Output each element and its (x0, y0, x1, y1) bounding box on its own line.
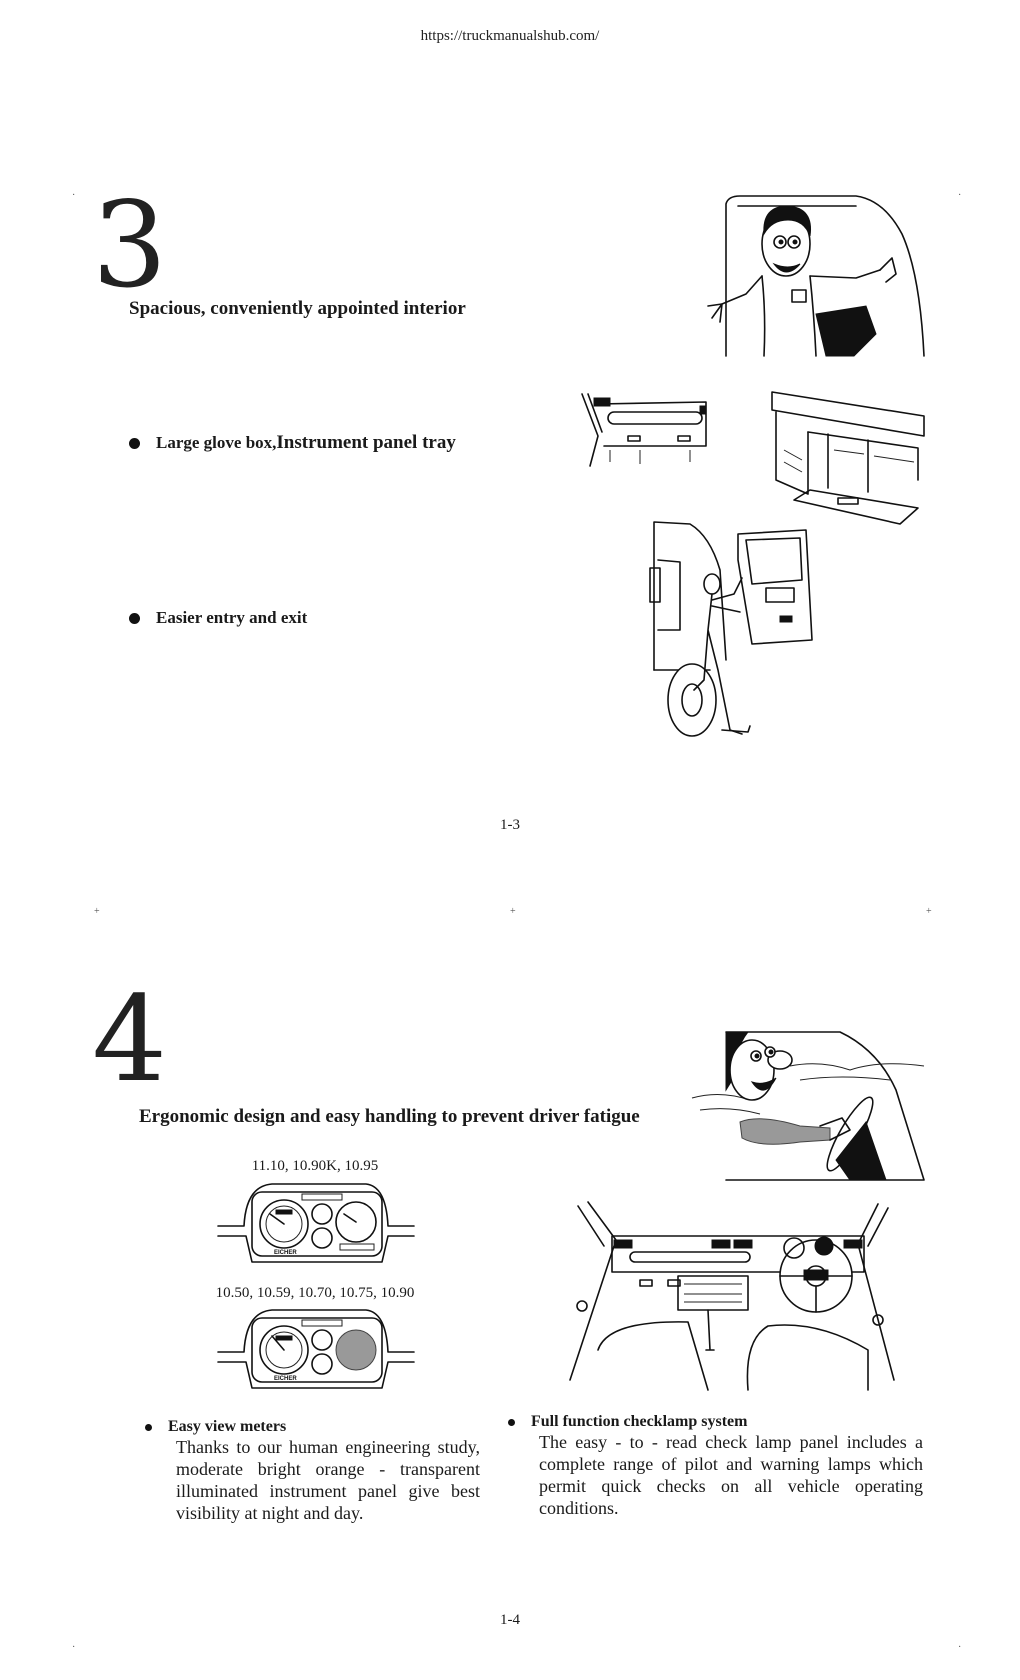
page-number: 1-3 (500, 817, 520, 833)
bullet-icon (129, 437, 140, 449)
cluster-caption: 10.50, 10.59, 10.70, 10.75, 10.90 (215, 1285, 415, 1301)
driver-cartoon-icon (707, 195, 925, 357)
instrument-cluster-icon: EICHER (217, 1309, 415, 1389)
bullet-item: Easier entry and exit (129, 608, 307, 628)
section-number: 3 (92, 176, 168, 314)
bullet-label: Instrument panel tray (276, 432, 456, 453)
section-number: 4 (92, 970, 168, 1108)
feature-title: Easy view meters (168, 1418, 287, 1435)
section-heading: Ergonomic design and easy handling to pr… (139, 1106, 640, 1127)
crop-mark: + (510, 906, 516, 917)
bullet-item: Large glove box, Instrument panel tray (129, 432, 456, 454)
glove-box-icon (581, 393, 707, 467)
crop-mark: · (958, 1642, 962, 1653)
crop-mark: + (94, 906, 100, 917)
feature-block-checklamp: Full function checklamp system The easy … (508, 1413, 923, 1519)
bullet-icon (129, 612, 140, 624)
brand-logo: EICHER (274, 1376, 297, 1382)
crop-mark: + (926, 906, 932, 917)
feature-text: Thanks to our human engineering study, m… (176, 1437, 480, 1523)
header-url[interactable]: https://truckmanualshub.com/ (420, 28, 600, 44)
instrument-cluster-icon: EICHER (217, 1183, 415, 1263)
dashboard-icon (569, 1201, 895, 1391)
cluster-caption: 11.10, 10.90K, 10.95 (251, 1158, 379, 1174)
feature-title-row: Full function checklamp system (508, 1413, 923, 1431)
driver-steering-cartoon-icon (691, 1031, 925, 1181)
crop-mark: · (72, 1642, 76, 1653)
cab-entry-icon (649, 521, 813, 737)
feature-title: Full function checklamp system (531, 1413, 748, 1430)
bullet-prefix: Large glove box, (156, 433, 277, 452)
section-heading: Spacious, conveniently appointed interio… (129, 298, 466, 319)
feature-text: The easy - to - read check lamp panel in… (539, 1432, 923, 1518)
crop-mark: · (72, 190, 76, 201)
bullet-label: Easier entry and exit (156, 608, 308, 627)
bullet-icon (145, 1423, 152, 1431)
instrument-tray-icon (771, 391, 925, 525)
feature-block-meters: Easy view meters Thanks to our human eng… (145, 1418, 480, 1524)
page-number: 1-4 (500, 1612, 520, 1628)
feature-title-row: Easy view meters (145, 1418, 480, 1436)
crop-mark: · (958, 190, 962, 201)
bullet-icon (508, 1418, 515, 1426)
brand-logo: EICHER (274, 1250, 297, 1256)
